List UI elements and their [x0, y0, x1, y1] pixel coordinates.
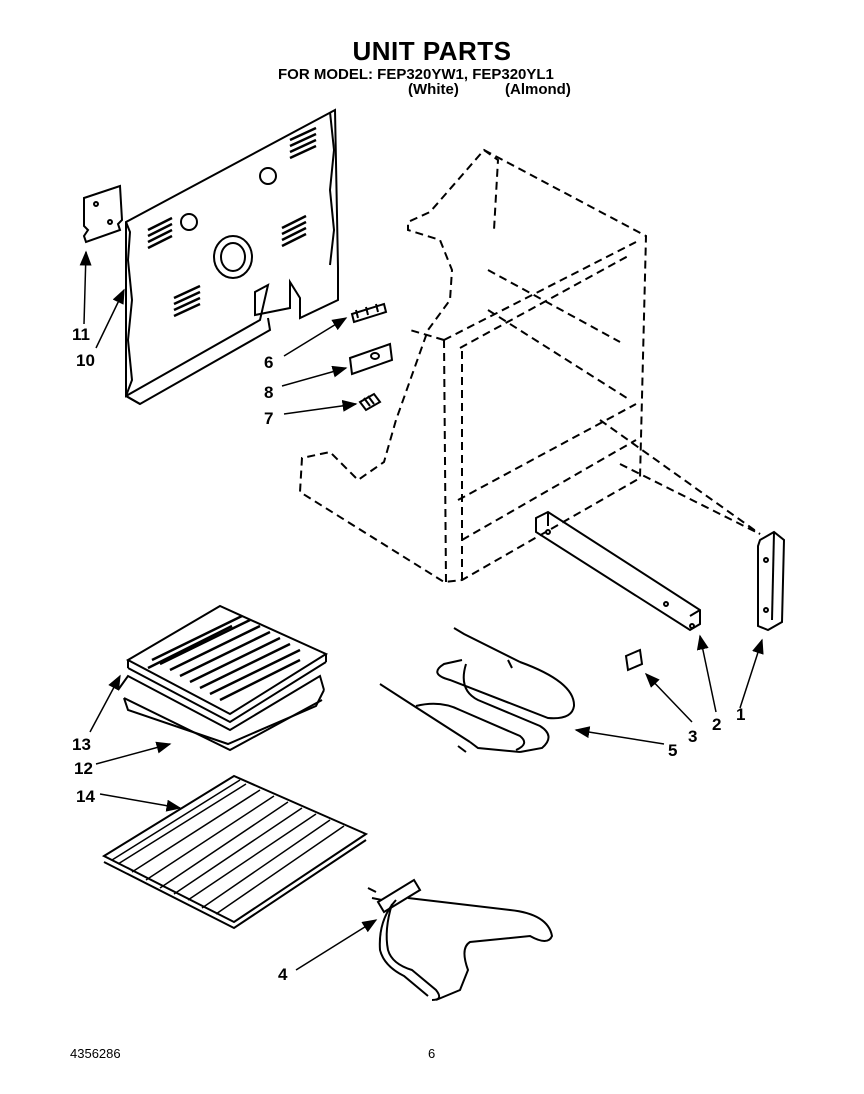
oven-rack	[101, 774, 369, 930]
callout-7: 7	[264, 409, 273, 428]
terminal-block	[350, 302, 388, 324]
callout-6: 6	[264, 353, 273, 372]
callout-3: 3	[688, 727, 697, 746]
broil-element	[379, 627, 576, 753]
wire-clip	[358, 392, 382, 412]
bake-element	[367, 878, 554, 1001]
callout-leaders	[79, 250, 764, 971]
panel-bracket	[82, 184, 124, 244]
side-rail	[535, 510, 701, 632]
broiler-grid	[125, 604, 329, 724]
model-line: FOR MODEL: FEP320YW1, FEP320YL1	[278, 66, 554, 83]
callout-4: 4	[278, 965, 288, 984]
document-number: 4356286	[70, 1046, 121, 1061]
callout-12: 12	[74, 759, 93, 778]
callout-13: 13	[72, 735, 91, 754]
page-number: 6	[428, 1046, 436, 1061]
callout-8: 8	[264, 383, 273, 402]
rear-panel	[125, 108, 339, 406]
mounting-bracket	[348, 342, 394, 376]
variant-white-label: (White)	[408, 81, 459, 98]
callout-5: 5	[668, 741, 677, 760]
callout-2: 2	[712, 715, 721, 734]
callout-1: 1	[736, 705, 745, 724]
callout-11: 11	[72, 325, 90, 344]
broiler-pan	[117, 674, 325, 752]
callout-14: 14	[76, 787, 95, 806]
variant-almond-label: (Almond)	[505, 81, 571, 98]
page-title: UNIT PARTS	[352, 36, 512, 66]
cabinet-outline-dashed	[298, 148, 761, 584]
callout-10: 10	[76, 351, 95, 370]
rail-bracket	[624, 648, 644, 672]
front-trim	[757, 530, 786, 632]
